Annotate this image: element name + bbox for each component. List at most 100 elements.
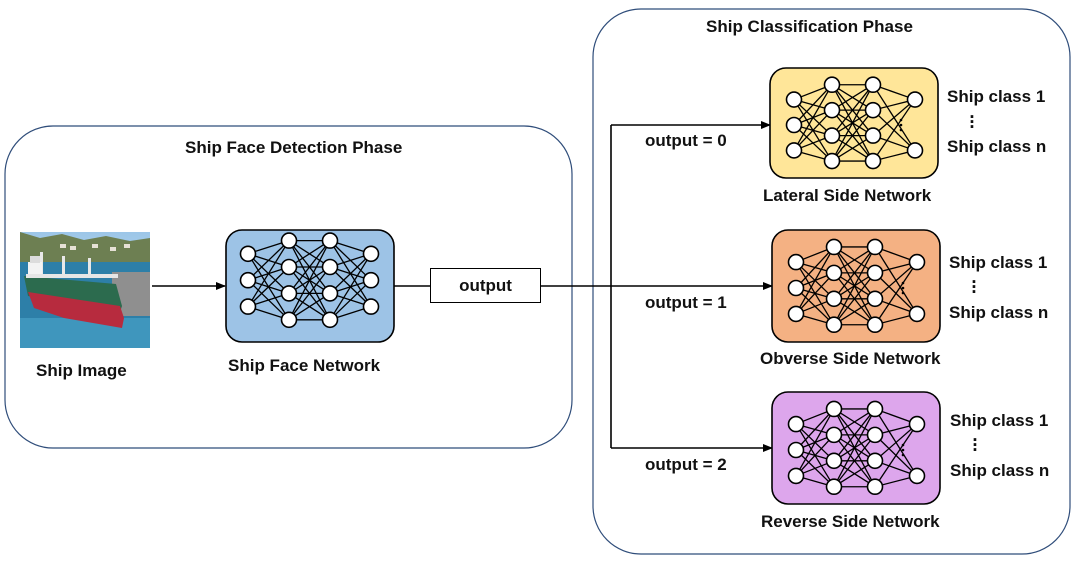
ellipsis-dot xyxy=(901,281,905,285)
output-box: output xyxy=(430,268,541,303)
neuron xyxy=(825,400,843,418)
obverse-class-ellipsis: ··· xyxy=(971,273,977,301)
branch-condition-lateral: output = 0 xyxy=(645,131,727,150)
connection xyxy=(288,240,331,321)
neuron xyxy=(866,238,884,256)
neuron xyxy=(787,305,805,323)
neuron xyxy=(864,127,882,144)
lateral-side-network xyxy=(769,67,939,179)
neuron xyxy=(864,76,882,94)
connection xyxy=(288,240,331,294)
neuron xyxy=(906,91,924,108)
connection xyxy=(288,266,331,321)
connection xyxy=(329,253,372,321)
obverse-side-network-box xyxy=(771,229,941,343)
neuron xyxy=(908,305,926,323)
neuron xyxy=(787,441,805,459)
detection-phase-title: Ship Face Detection Phase xyxy=(185,138,403,157)
connection xyxy=(831,109,874,162)
connection xyxy=(831,84,874,137)
ship-image-thumbnail xyxy=(20,232,150,348)
branch-condition-reverse: output = 2 xyxy=(645,455,727,474)
connection xyxy=(833,246,876,300)
neuron xyxy=(823,152,841,170)
lateral-side-network-box xyxy=(769,67,939,179)
connection xyxy=(795,434,835,477)
lateral-class-first: Ship class 1 xyxy=(947,87,1046,106)
neuron xyxy=(866,290,884,308)
neuron xyxy=(787,253,805,271)
neuron xyxy=(280,258,298,276)
neuron xyxy=(239,298,257,315)
neuron xyxy=(864,152,882,170)
ellipsis-dot xyxy=(899,123,903,127)
obverse-class-first: Ship class 1 xyxy=(949,253,1048,272)
neuron xyxy=(823,101,841,119)
neuron xyxy=(239,271,257,289)
lateral-class-last: Ship class n xyxy=(947,137,1047,156)
neuron xyxy=(321,232,339,249)
neuron xyxy=(362,298,380,315)
connection xyxy=(795,246,835,315)
connection xyxy=(833,434,876,488)
connection xyxy=(872,99,916,137)
neuron xyxy=(825,238,843,256)
neuron xyxy=(866,264,884,282)
neuron xyxy=(908,467,926,485)
neuron xyxy=(866,316,884,334)
neuron xyxy=(239,245,257,263)
neuron xyxy=(866,478,884,496)
connection xyxy=(874,423,918,488)
ellipsis-dot xyxy=(901,291,905,295)
neuron xyxy=(280,232,298,249)
neuron xyxy=(866,452,884,470)
connection xyxy=(247,240,290,281)
connection xyxy=(795,272,835,315)
obverse-class-last: Ship class n xyxy=(949,303,1049,322)
neuron xyxy=(362,245,380,263)
connection xyxy=(793,84,833,126)
ellipsis-dot xyxy=(899,118,903,122)
connection xyxy=(329,279,372,321)
ellipsis-dot xyxy=(901,286,905,290)
neuron xyxy=(823,127,841,144)
classification-phase-title: Ship Classification Phase xyxy=(706,17,913,36)
ellipsis-dot xyxy=(899,128,903,132)
connection xyxy=(793,84,833,151)
connection xyxy=(833,246,876,326)
reverse-class-last: Ship class n xyxy=(950,461,1050,480)
neuron xyxy=(866,400,884,418)
neuron xyxy=(785,142,803,159)
neuron xyxy=(823,76,841,94)
connection xyxy=(874,261,918,300)
neuron xyxy=(906,142,924,159)
ellipsis-dot xyxy=(901,448,905,452)
output-box-label: output xyxy=(459,275,512,295)
neuron xyxy=(864,101,882,119)
connection xyxy=(329,253,372,294)
neuron xyxy=(825,478,843,496)
ship-face-network-label: Ship Face Network xyxy=(228,356,381,375)
neuron xyxy=(280,311,298,329)
neuron xyxy=(321,258,339,276)
neuron xyxy=(825,264,843,282)
neuron xyxy=(785,91,803,108)
reverse-class-ellipsis: ··· xyxy=(972,431,978,459)
ellipsis-dot xyxy=(901,453,905,457)
connection xyxy=(874,261,918,326)
neuron xyxy=(362,271,380,289)
neuron xyxy=(866,426,884,444)
neuron xyxy=(787,415,805,433)
neuron xyxy=(787,279,805,297)
ellipsis-dot xyxy=(901,443,905,447)
neuron xyxy=(825,426,843,444)
lateral-class-ellipsis: ··· xyxy=(969,108,975,136)
neuron xyxy=(825,452,843,470)
obverse-side-network xyxy=(771,229,941,343)
neuron xyxy=(785,116,803,134)
neuron xyxy=(321,285,339,302)
connection xyxy=(247,240,290,307)
ship-face-network-box xyxy=(225,229,395,343)
connection xyxy=(795,408,835,451)
